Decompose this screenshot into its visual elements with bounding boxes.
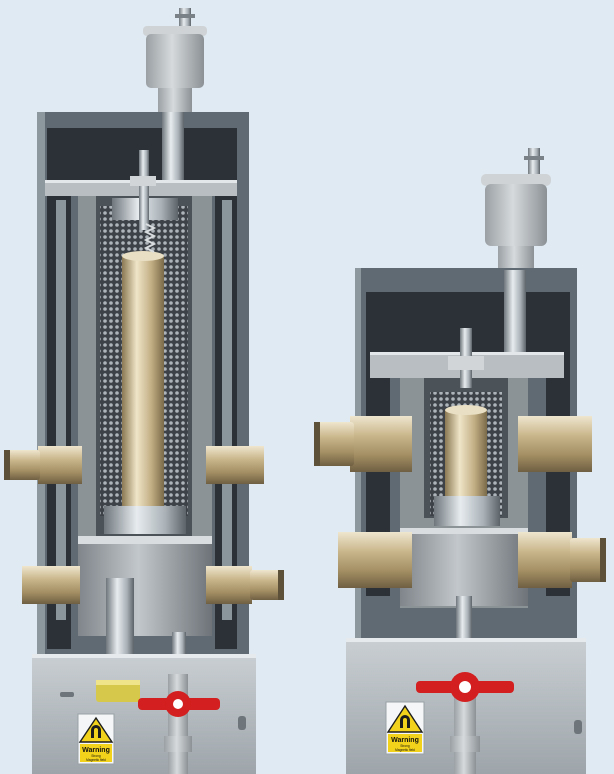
drain-cap-large (96, 680, 140, 702)
air-vent-large (143, 8, 207, 116)
magnet-core-large (122, 256, 164, 506)
brass-port-upper-left-large (4, 446, 82, 484)
drain-valve-large (138, 674, 220, 774)
warning-title-small: Warning (391, 737, 419, 744)
brass-port-upper-right-large (206, 446, 264, 484)
magnet-core-small (445, 410, 487, 498)
mounting-plate-large (32, 654, 256, 774)
warning-line2-large: Magnetic field (86, 758, 106, 762)
brass-port-lower-right-small (518, 532, 606, 588)
warning-title-large: Warning (82, 747, 110, 754)
air-vent-small (481, 148, 551, 274)
warning-line1-large: Strong (91, 754, 101, 758)
brass-port-lower-left-small (338, 532, 412, 588)
drain-valve-small (416, 672, 514, 774)
brass-port-lower-left-large (22, 566, 80, 604)
warning-line2-small: Magnetic field (395, 748, 415, 752)
warning-sign-small: Warning Strong Magnetic field (385, 701, 425, 755)
small-filter-unit: Warning Strong Magnetic field (314, 148, 606, 774)
large-filter-unit: Warning Strong Magnetic field (4, 8, 284, 774)
brass-port-upper-right-small (518, 416, 592, 472)
brass-port-lower-right-large (206, 566, 284, 604)
warning-sign-large: Warning Strong Magnetic field (77, 713, 115, 765)
warning-line1-small: Strong (400, 744, 410, 748)
brass-port-upper-left-small (314, 416, 412, 472)
